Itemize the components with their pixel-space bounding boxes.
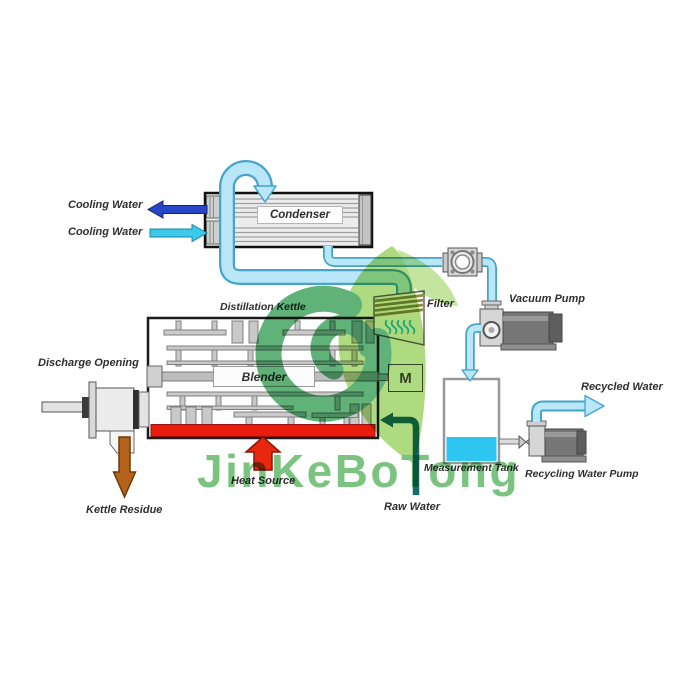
vacuum-pump [479,300,563,351]
blender-motor: M [388,364,423,392]
recycling-water-pump [498,420,587,463]
kettle-residue-label: Kettle Residue [86,504,163,516]
raw-water-pipe [380,412,420,495]
sight-glass-valve [442,247,483,277]
discharge-opening-label: Discharge Opening [38,357,139,369]
condenser [203,191,374,249]
cooling-water-out-label: Cooling Water [68,199,143,211]
heat-strip [150,424,376,437]
recycled-water-label: Recycled Water [581,381,663,393]
raw-water-label: Raw Water [384,501,441,513]
heat-source-arrow [244,435,282,471]
condensate-pipe [323,246,497,301]
discharge-assembly [41,381,150,454]
condenser-label: Condenser [257,206,343,224]
blender-label: Blender [213,366,315,387]
cooling-water-in-arrow [149,223,209,243]
vapor-loop-arrowhead [253,185,277,203]
tank-water [446,437,497,461]
vacuum-pump-label: Vacuum Pump [509,293,585,305]
raw-water-arrowhead [380,412,393,428]
tank-inlet-arrowhead [461,369,479,382]
recycled-water-arrowhead [584,394,605,418]
heat-source-label: Heat Source [231,475,296,487]
measurement-tank [442,377,501,465]
recycled-water-pipe [531,394,605,422]
condenser-end-cap [358,194,372,246]
cooling-water-out-arrow [146,200,208,219]
filter [373,290,425,346]
filter-label: Filter [427,298,454,310]
blender-shaft-stub [377,373,389,381]
pump-to-tank-pipe [461,323,482,382]
distillation-kettle-label: Distillation Kettle [220,301,306,313]
kettle-residue-arrow [112,436,137,499]
cooling-water-in-label: Cooling Water [68,226,143,238]
recycling-water-pump-label: Recycling Water Pump [525,468,639,480]
measurement-tank-label: Measurement Tank [424,462,519,474]
